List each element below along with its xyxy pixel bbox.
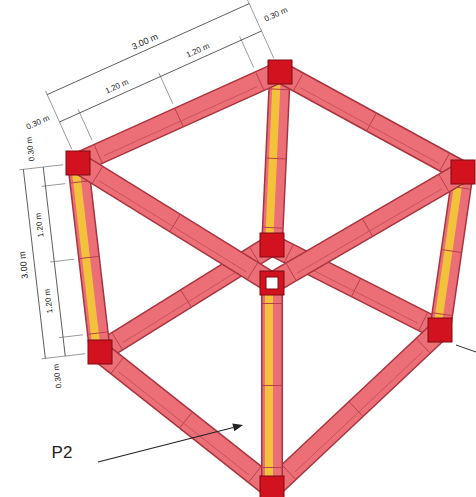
block-joint (112, 333, 122, 349)
dimension-label: 0.30 m (264, 7, 290, 24)
block-joint (442, 250, 461, 253)
dimension-line (60, 31, 262, 122)
panel-line (104, 87, 258, 156)
block-joint (267, 158, 286, 160)
block-joint (249, 467, 261, 482)
block-joint (92, 167, 102, 183)
leader-line (98, 427, 233, 462)
block-joint (440, 154, 449, 171)
corner-block (451, 160, 475, 184)
block-joint (263, 467, 282, 468)
beam (272, 172, 463, 283)
panel-line (297, 189, 442, 273)
panel-line (123, 261, 254, 342)
block-joint (263, 385, 282, 386)
beam-outline (100, 352, 272, 488)
block-joint (111, 358, 123, 373)
extension-line (59, 335, 83, 338)
extension-line (248, 0, 274, 58)
dimension-label: 1.20 m (185, 42, 211, 59)
dimension-lines (19, 0, 273, 359)
block-joint (433, 313, 452, 316)
extension-line (240, 36, 254, 67)
frame (66, 60, 475, 497)
block-joint (270, 88, 289, 90)
block-joint (170, 215, 180, 231)
leader-line (456, 345, 476, 352)
panel-line (99, 181, 246, 272)
arrowhead (232, 424, 243, 432)
beam (280, 72, 463, 172)
dimension-label: 0.30 m (26, 137, 37, 162)
dimension-label: 1.20 m (104, 79, 130, 96)
block-joint (363, 219, 373, 235)
corner-block (268, 60, 292, 84)
beam-outline (272, 172, 463, 283)
block-joint (248, 263, 258, 279)
corner-block (66, 151, 90, 175)
beam (78, 72, 280, 163)
corner-block (260, 476, 284, 497)
extension-line (41, 354, 85, 359)
beam-outline (78, 72, 280, 163)
corner-hole (266, 277, 278, 289)
corner-block (428, 318, 452, 342)
corner-block (260, 233, 284, 257)
dimension-line (47, 4, 249, 95)
extension-line (50, 259, 74, 262)
beam (272, 330, 440, 488)
dimension-label: 1.20 m (35, 212, 46, 237)
beam (100, 352, 272, 488)
block-joint (286, 264, 296, 280)
beam-outline (78, 163, 272, 283)
beam-outline (280, 72, 463, 172)
block-joint (263, 227, 282, 229)
dimension-label: 0.30 m (52, 363, 63, 388)
column-outline (261, 283, 283, 488)
beam (78, 163, 272, 283)
part-label: P2 (52, 444, 73, 461)
extension-line (19, 165, 63, 170)
panel-line (295, 352, 423, 472)
extension-line (78, 109, 92, 140)
block-joint (439, 175, 449, 191)
block-joint (88, 332, 107, 334)
block-joint (181, 290, 191, 306)
dimension-label: 3.00 m (18, 251, 30, 279)
panel-line (300, 88, 439, 164)
beam-outline (272, 330, 440, 488)
extension-line (159, 73, 173, 104)
block-joint (263, 303, 282, 304)
extension-line (41, 184, 65, 187)
block-joint (80, 256, 99, 258)
corner-block (260, 271, 284, 295)
corner-block (88, 340, 112, 364)
dimension-label: 0.30 m (25, 114, 51, 131)
block-joint (419, 313, 428, 330)
dimension-label: 1.20 m (43, 288, 54, 313)
dimension-label: 3.00 m (131, 32, 160, 52)
panel-line (118, 371, 249, 474)
column (263, 283, 282, 488)
block-joint (94, 145, 102, 162)
